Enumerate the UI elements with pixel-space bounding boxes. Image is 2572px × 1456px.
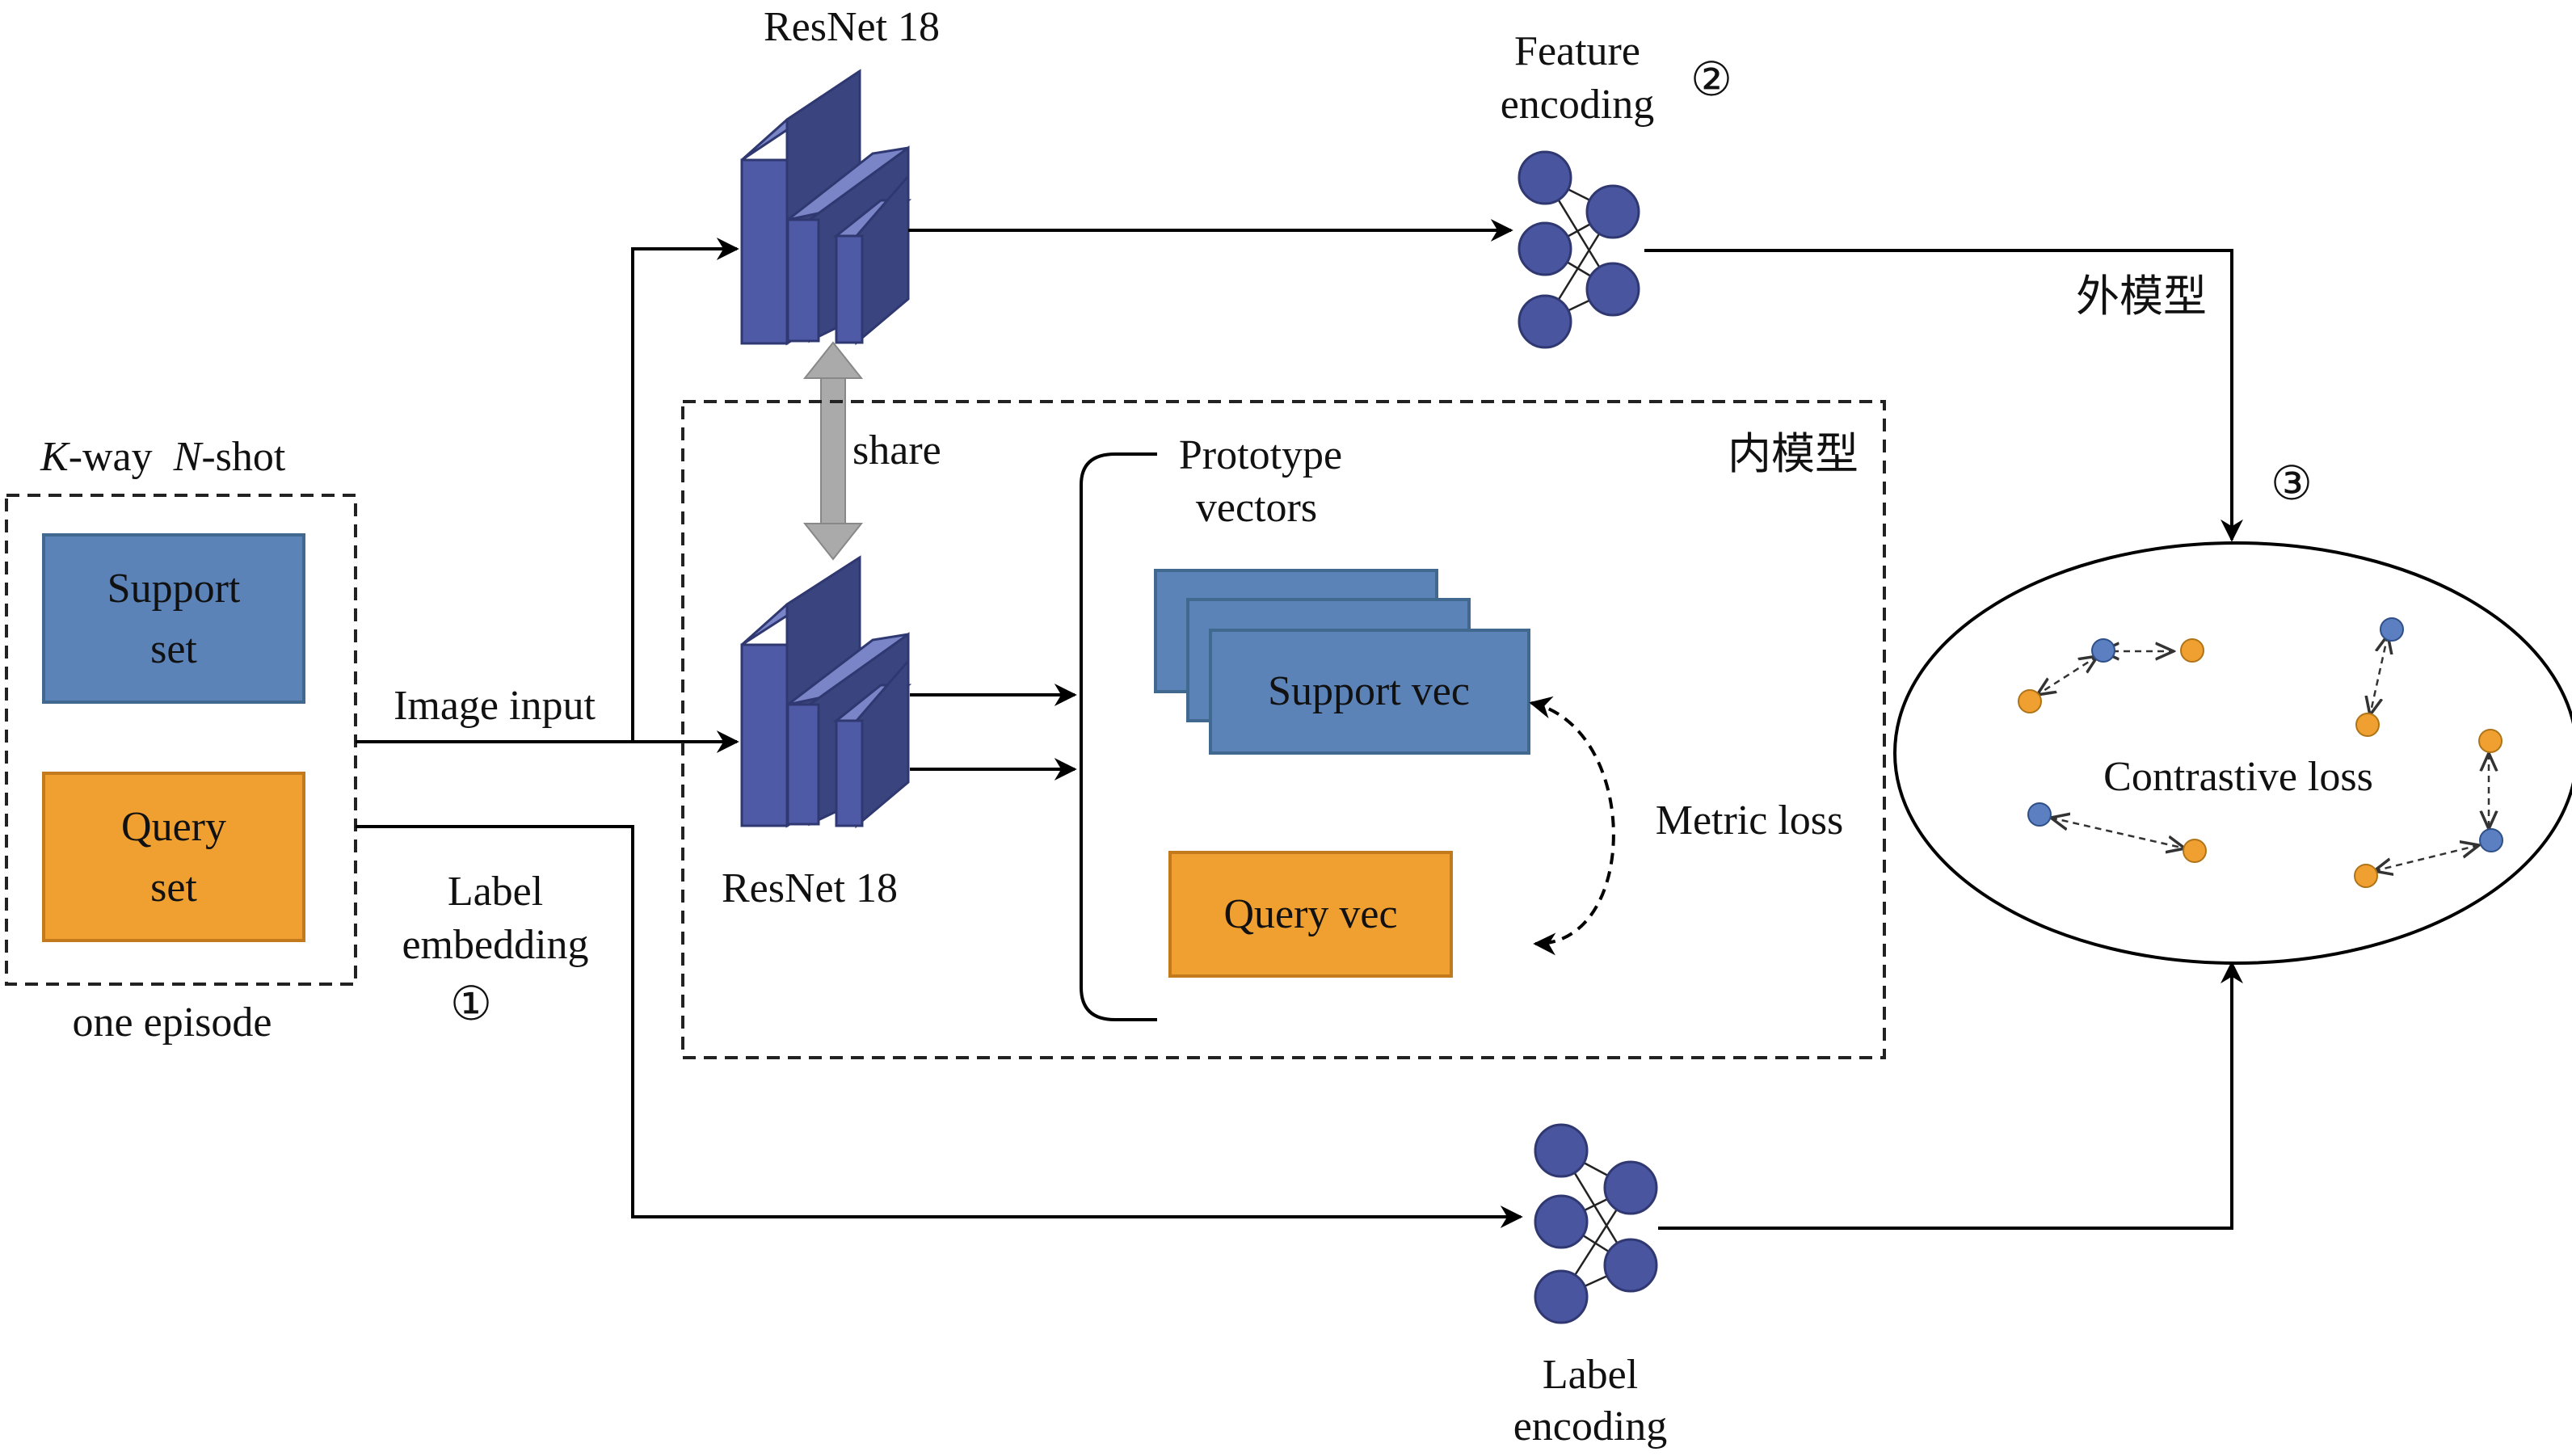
episode-group: K-way N-shot Support set Query set one ep… (5, 434, 357, 1046)
support-set-label-2: set (150, 626, 197, 672)
label-node-4 (1603, 1160, 1658, 1215)
feature-node-5 (1585, 262, 1640, 317)
label-embedding-label-2: embedding (402, 922, 588, 968)
contrast-point-blue-1 (2091, 638, 2115, 663)
contrastive-ellipse (1893, 541, 2572, 965)
contrast-point-orange-1 (2180, 638, 2204, 663)
feature-to-contrastive-line (1644, 249, 2243, 542)
marker-1: ① (450, 978, 492, 1030)
query-set-box (42, 772, 305, 942)
episode-title-n-rest: -shot (201, 434, 286, 480)
resnet-bottom-label: ResNet 18 (722, 865, 898, 911)
contrastive-loss-label: Contrastive loss (2103, 754, 2373, 800)
label-node-3 (1534, 1269, 1589, 1324)
outer-model-label: 外模型 (2076, 271, 2207, 322)
feature-node-1 (1518, 150, 1572, 205)
contrast-point-blue-3 (2027, 802, 2052, 827)
query-set-label-2: set (150, 865, 197, 911)
marker-3: ③ (2271, 457, 2313, 510)
image-input-label: Image input (394, 683, 596, 729)
contrast-point-orange-5 (2478, 729, 2503, 753)
inner-model-box (681, 400, 1886, 1059)
label-embedding-line (356, 825, 1523, 1228)
contrast-point-orange-3 (2355, 713, 2380, 737)
feature-node-3 (1518, 294, 1572, 349)
label-node-5 (1603, 1238, 1658, 1293)
label-node-1 (1534, 1123, 1589, 1178)
feature-encoding-label-2: encoding (1501, 82, 1655, 128)
resnet-bottom: ResNet 18 (722, 555, 912, 911)
prototype-label-2: vectors (1196, 485, 1317, 531)
label-node-2 (1534, 1194, 1589, 1249)
share-label: share (852, 427, 941, 473)
feature-encoding-label-1: Feature (1514, 28, 1640, 74)
resnet-top: ResNet 18 (740, 4, 940, 346)
query-vec-box (1168, 851, 1453, 978)
input-connectors (356, 238, 1523, 1228)
query-set-label-1: Query (121, 804, 226, 850)
resnet-top-label: ResNet 18 (764, 4, 940, 50)
feature-encoding-network: Feature encoding ② (1501, 28, 1732, 349)
label-encoding-label-1: Label (1543, 1352, 1638, 1398)
label-encoding-network: Label encoding (1513, 1123, 1668, 1450)
feature-node-4 (1585, 184, 1640, 239)
contrast-point-orange-6 (2354, 864, 2378, 888)
label-encoding-label-2: encoding (1513, 1403, 1668, 1450)
contrastive-loss-group: Contrastive loss (1893, 541, 2572, 965)
episode-caption: one episode (73, 999, 272, 1046)
label-encoding-to-contrastive-line (1658, 961, 2243, 1230)
marker-2: ② (1690, 53, 1732, 106)
feature-node-2 (1518, 221, 1572, 276)
contrast-point-orange-4 (2183, 839, 2207, 863)
episode-dashed-box (5, 494, 357, 986)
label-embedding-label-1: Label (448, 869, 543, 915)
episode-title-k: K (40, 434, 70, 480)
contrast-point-blue-4 (2479, 828, 2503, 852)
contrast-point-orange-2 (2018, 689, 2042, 713)
support-set-box (42, 533, 305, 704)
prototype-label-1: Prototype (1179, 432, 1342, 478)
support-vec-label: Support vec (1268, 668, 1470, 714)
inner-model-label: 内模型 (1728, 428, 1858, 479)
support-vec-stack: Support vec (1154, 569, 1530, 755)
contrast-point-blue-2 (2380, 617, 2404, 642)
image-input-line (356, 238, 739, 743)
metric-loss-label: Metric loss (1656, 797, 1844, 844)
prototype-bracket (1080, 452, 1157, 1021)
episode-title: K-way N-shot (40, 434, 286, 480)
episode-title-k-rest: -way (69, 434, 153, 480)
share-arrow (802, 341, 864, 561)
query-vec-label: Query vec (1223, 891, 1397, 937)
support-set-label-1: Support (107, 566, 241, 612)
metric-loss-curve (1529, 696, 1615, 956)
episode-title-n: N (173, 434, 204, 480)
